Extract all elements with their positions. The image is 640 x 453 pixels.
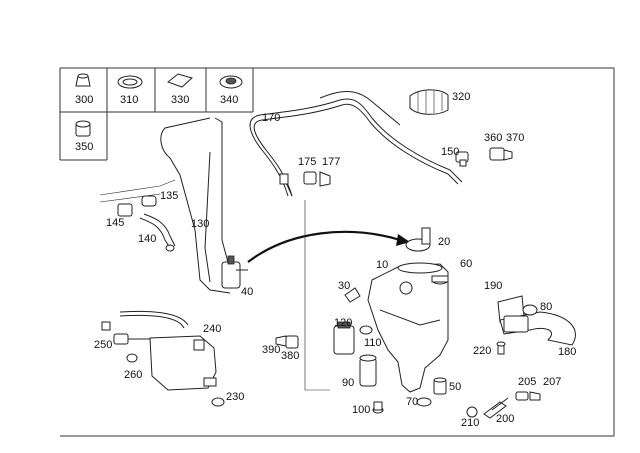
callout-10: 10: [376, 259, 389, 271]
pump-20: [405, 227, 431, 252]
grommet-260: [126, 353, 138, 363]
connector-150: [455, 151, 469, 167]
callout-90: 90: [342, 377, 355, 389]
nozzle-200: [483, 397, 509, 419]
pump-40: [221, 255, 248, 289]
valve-360: [489, 147, 513, 161]
callout-200: 200: [496, 413, 515, 425]
callout-240: 240: [203, 323, 222, 335]
ring-seal-icon: [117, 75, 143, 89]
callout-370: 370: [506, 132, 525, 144]
callout-100: 100: [352, 404, 371, 416]
callout-50: 50: [449, 381, 462, 393]
reservoir-10: [367, 262, 449, 393]
callout-110: 110: [364, 337, 382, 349]
callout-40: 40: [241, 286, 254, 298]
legend-part-310: 310: [120, 94, 139, 106]
callout-360: 360: [484, 132, 503, 144]
legend-part-300: 300: [75, 94, 94, 106]
legend-part-340: 340: [220, 94, 239, 106]
clip-210: [466, 406, 478, 418]
callout-180: 180: [558, 346, 577, 358]
pump-120: [333, 321, 355, 355]
hose-170: [249, 98, 463, 197]
callout-70: 70: [406, 396, 419, 408]
callout-120: 120: [334, 317, 353, 329]
grommet-110: [359, 325, 373, 335]
callout-320: 320: [452, 91, 471, 103]
callout-135: 135: [160, 190, 179, 202]
callout-170: 170: [262, 112, 281, 124]
hose-140: [139, 213, 176, 252]
legend-part-330: 330: [171, 94, 190, 106]
screw-220: [496, 341, 506, 355]
cap-60: [431, 275, 449, 285]
assembly-arrow: [247, 230, 401, 263]
callout-390: 390: [262, 344, 281, 356]
callout-220: 220: [473, 345, 492, 357]
plug-100: [372, 401, 384, 414]
clip-135: [141, 195, 157, 207]
reservoir-240: [119, 310, 217, 391]
hose-180: [499, 311, 576, 346]
nozzle-205: [515, 391, 541, 401]
grommet-icon: [219, 75, 243, 89]
pad-icon: [166, 73, 194, 88]
nut-230: [203, 377, 225, 407]
connector-145: [117, 203, 133, 217]
callout-60: 60: [460, 258, 473, 270]
plug-icon: [75, 120, 91, 137]
callout-175: 175: [298, 156, 317, 168]
connector-380: [275, 335, 299, 349]
callout-140: 140: [138, 233, 157, 245]
sleeve-50: [433, 377, 447, 395]
pump-90: [359, 354, 377, 387]
callout-145: 145: [106, 217, 125, 229]
cap-icon: [75, 73, 91, 87]
callout-210: 210: [461, 417, 480, 429]
callout-150: 150: [441, 146, 460, 158]
callout-80: 80: [540, 301, 553, 313]
legend-grid: [59, 68, 254, 161]
callout-230: 230: [226, 391, 245, 403]
callout-260: 260: [124, 369, 143, 381]
callout-30: 30: [338, 280, 351, 292]
callout-20: 20: [438, 236, 451, 248]
callout-250: 250: [94, 339, 113, 351]
callout-380: 380: [281, 350, 300, 362]
callout-205: 205: [518, 376, 537, 388]
clip-30: [344, 287, 361, 303]
grommet-70: [416, 397, 432, 407]
callout-177: 177: [322, 156, 341, 168]
connector-250: [101, 321, 150, 345]
valve-175: [303, 171, 331, 187]
legend-part-350: 350: [75, 141, 94, 153]
callout-190: 190: [484, 280, 503, 292]
grommet-80: [522, 304, 538, 316]
hose-130: [160, 117, 231, 294]
bracket-320: [409, 89, 449, 115]
callout-130: 130: [191, 218, 210, 230]
callout-207: 207: [543, 376, 562, 388]
